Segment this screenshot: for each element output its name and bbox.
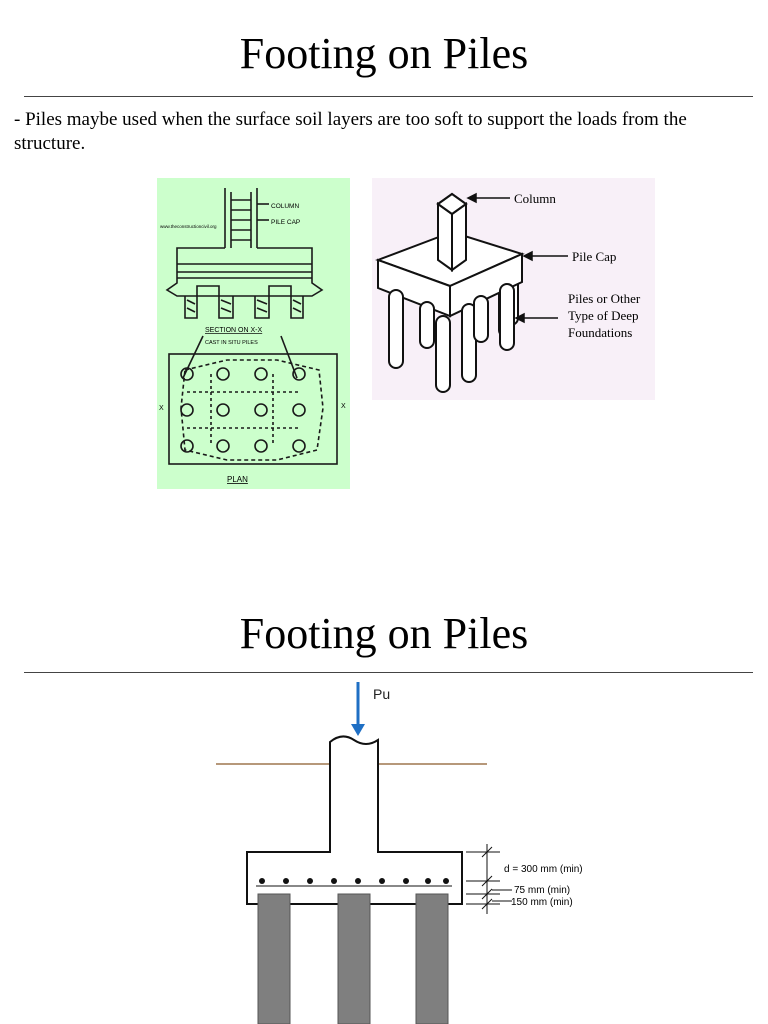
column-outline (246, 735, 463, 905)
piles-label-line1: Piles or Other (568, 291, 641, 306)
dimension-lines (466, 844, 512, 914)
plan-label: PLAN (227, 475, 248, 484)
load-arrow (351, 682, 365, 736)
dim-embed-label: 150 mm (min) (511, 897, 573, 908)
slide-title: Footing on Piles (239, 29, 529, 78)
rebar-dots (259, 878, 449, 884)
piles-label-line3: Foundations (568, 325, 632, 340)
pile-plan-section-figure: COLUMN PILE CAP www.theconstructioncivil… (157, 178, 350, 489)
x-mark-right: X (341, 403, 346, 410)
pile-cap-label: PILE CAP (271, 219, 300, 226)
column-label: Column (514, 191, 556, 206)
pile-cap-isometric-figure: Column Pile Cap Piles or Other Type of D… (372, 178, 655, 400)
pile-cap-label: Pile Cap (572, 249, 616, 264)
slide-1: Footing on Piles - Piles maybe used when… (14, 29, 753, 489)
pile-footing-section-diagram: Pu d = 300 mm (216, 682, 583, 1024)
dim-depth-label: d = 300 mm (min) (504, 864, 583, 875)
title-divider (24, 96, 753, 97)
slide-2: Footing on Piles Pu (0, 590, 768, 1024)
pile (337, 893, 371, 1024)
slide-title: Footing on Piles (239, 609, 529, 658)
pile (257, 893, 291, 1024)
cast-in-situ-label: CAST IN SITU PILES (205, 340, 258, 346)
load-label: Pu (373, 686, 390, 702)
column-label: COLUMN (271, 203, 299, 210)
pile (415, 893, 449, 1024)
watermark-text: www.theconstructioncivil.org (160, 224, 217, 229)
dim-cover-label: 75 mm (min) (514, 885, 570, 896)
piles-label-line2: Type of Deep (568, 308, 639, 323)
x-mark-left: X (159, 405, 164, 412)
title-divider (24, 672, 753, 673)
section-label: SECTION ON X-X (205, 327, 263, 334)
bullet-text: - Piles maybe used when the surface soil… (14, 109, 687, 154)
